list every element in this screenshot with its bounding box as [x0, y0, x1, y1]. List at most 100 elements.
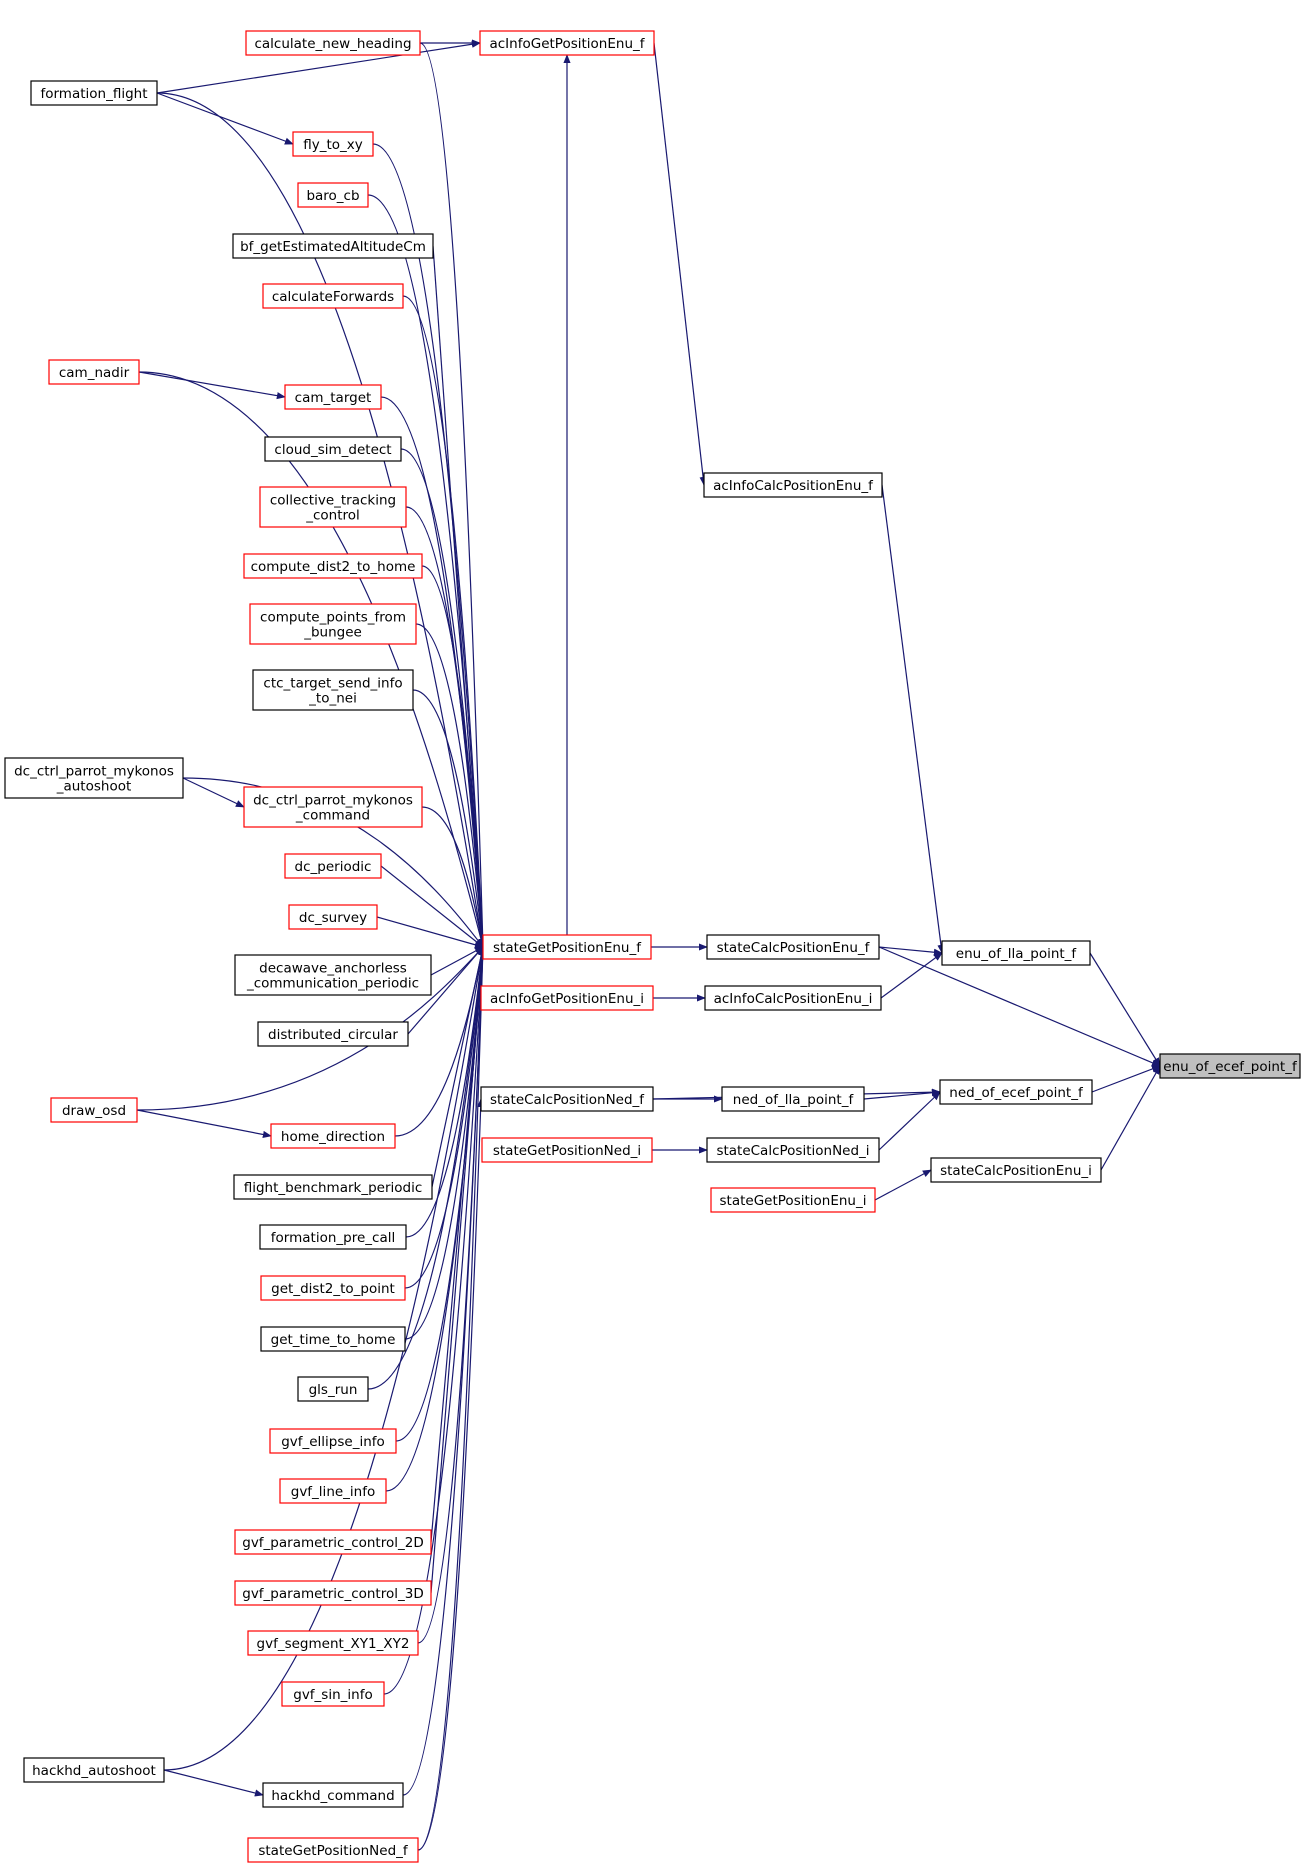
edge-ned-of-ecef-point-f-to-enu-of-ecef-point-f	[1091, 1065, 1161, 1093]
node-box-baro-cb[interactable]	[297, 182, 369, 208]
node-box-cam-nadir[interactable]	[48, 359, 140, 385]
node-label-gvf-line-info: gvf_line_info	[291, 1484, 376, 1500]
node-dc-survey[interactable]: dc_survey	[288, 904, 378, 930]
edge-dc-ctrl-parrot-mykonos-autoshoot-to-dc-ctrl-parrot-mykonos-command	[182, 777, 245, 808]
node-label-flight-benchmark-periodic: flight_benchmark_periodic	[244, 1180, 423, 1196]
node-label-enu-of-lla-point-f: enu_of_lla_point_f	[956, 946, 1078, 962]
node-label-dc-periodic: dc_periodic	[295, 859, 372, 875]
node-label-bf-getestimatedaltitudecm: bf_getEstimatedAltitudeCm	[240, 239, 426, 255]
edge-cam-nadir-to-stategetpositionenu-f	[138, 371, 485, 948]
edge-layer	[136, 39, 1161, 1851]
node-label-acinfocalcpositionenu-i: acInfoCalcPositionEnu_i	[714, 991, 873, 1007]
node-box-ctc-target-send-info-to-nei	[252, 669, 414, 711]
node-gls-run: gls_run	[297, 1376, 369, 1402]
node-label-gvf-sin-info: gvf_sin_info	[293, 1687, 372, 1703]
edge-decawave-anchorless-communication-periodic-to-stategetpositionenu-f	[430, 946, 484, 976]
node-box-get-time-to-home	[260, 1326, 406, 1352]
edge-hackhd-autoshoot-to-stategetpositionenu-f	[163, 946, 486, 1771]
node-dc-periodic[interactable]: dc_periodic	[284, 853, 382, 879]
node-dc-ctrl-parrot-mykonos-command[interactable]: dc_ctrl_parrot_mykonos_command	[243, 786, 423, 828]
node-box-gvf-parametric-control-3d[interactable]	[234, 1580, 432, 1606]
node-label-cam-nadir: cam_nadir	[59, 365, 130, 381]
node-home-direction[interactable]: home_direction	[270, 1123, 396, 1149]
node-stategetpositionenu-i[interactable]: stateGetPositionEnu_i	[710, 1187, 876, 1213]
node-label-cam-target: cam_target	[295, 390, 372, 406]
node-label-statecalcpositionned-f: stateCalcPositionNed_f	[490, 1092, 645, 1108]
node-get-dist2-to-point[interactable]: get_dist2_to_point	[260, 1275, 406, 1301]
node-box-draw-osd[interactable]	[50, 1097, 138, 1123]
node-box-gvf-line-info[interactable]	[279, 1478, 387, 1504]
node-calculateforwards[interactable]: calculateForwards	[262, 283, 404, 309]
node-gvf-line-info[interactable]: gvf_line_info	[279, 1478, 387, 1504]
node-gvf-parametric-control-3d[interactable]: gvf_parametric_control_3D	[234, 1580, 432, 1606]
node-box-dc-ctrl-parrot-mykonos-command[interactable]	[243, 786, 423, 828]
node-box-home-direction[interactable]	[270, 1123, 396, 1149]
node-stategetpositionned-f[interactable]: stateGetPositionNed_f	[247, 1837, 419, 1863]
node-box-acinfogetpositionenu-f[interactable]	[479, 30, 655, 56]
node-gvf-sin-info[interactable]: gvf_sin_info	[281, 1681, 385, 1707]
node-label-gvf-ellipse-info: gvf_ellipse_info	[281, 1434, 385, 1450]
node-box-gvf-sin-info[interactable]	[281, 1681, 385, 1707]
node-draw-osd[interactable]: draw_osd	[50, 1097, 138, 1123]
edge-formation-flight-to-fly-to-xy	[156, 92, 294, 145]
node-collective-tracking-control[interactable]: collective_tracking_control	[259, 486, 407, 528]
node-box-cam-target[interactable]	[284, 384, 382, 410]
node-ctc-target-send-info-to-nei: ctc_target_send_info_to_nei	[252, 669, 414, 711]
node-box-dc-ctrl-parrot-mykonos-autoshoot	[4, 757, 184, 799]
node-box-stategetpositionned-f[interactable]	[247, 1837, 419, 1863]
node-box-hackhd-command	[262, 1782, 404, 1808]
node-formation-pre-call: formation_pre_call	[259, 1224, 407, 1250]
edge-hackhd-autoshoot-to-hackhd-command	[163, 1769, 264, 1797]
node-baro-cb[interactable]: baro_cb	[297, 182, 369, 208]
node-box-stategetpositionenu-i[interactable]	[710, 1187, 876, 1213]
node-box-dc-survey[interactable]	[288, 904, 378, 930]
node-cam-nadir[interactable]: cam_nadir	[48, 359, 140, 385]
node-box-acinfogetpositionenu-i[interactable]	[480, 985, 654, 1011]
node-stategetpositionenu-f[interactable]: stateGetPositionEnu_f	[482, 934, 652, 960]
node-hackhd-command: hackhd_command	[262, 1782, 404, 1808]
node-box-compute-dist2-to-home[interactable]	[243, 553, 423, 579]
node-box-fly-to-xy[interactable]	[292, 131, 374, 157]
node-label-gls-run: gls_run	[309, 1382, 358, 1398]
node-acinfogetpositionenu-i[interactable]: acInfoGetPositionEnu_i	[480, 985, 654, 1011]
node-label-statecalcpositionenu-f: stateCalcPositionEnu_f	[717, 940, 871, 956]
node-label-fly-to-xy: fly_to_xy	[303, 137, 363, 153]
node-compute-points-from-bungee[interactable]: compute_points_from_bungee	[249, 603, 417, 645]
edge-flight-benchmark-periodic-to-stategetpositionenu-f	[431, 946, 485, 1188]
node-stategetpositionned-i[interactable]: stateGetPositionNed_i	[481, 1137, 653, 1163]
node-box-stategetpositionenu-f[interactable]	[482, 934, 652, 960]
node-flight-benchmark-periodic: flight_benchmark_periodic	[233, 1174, 433, 1200]
node-dc-ctrl-parrot-mykonos-autoshoot: dc_ctrl_parrot_mykonos_autoshoot	[4, 757, 184, 799]
node-gvf-segment-xy1-xy2[interactable]: gvf_segment_XY1_XY2	[247, 1630, 419, 1656]
node-box-calculateforwards[interactable]	[262, 283, 404, 309]
node-box-gvf-segment-xy1-xy2[interactable]	[247, 1630, 419, 1656]
node-label-hackhd-autoshoot: hackhd_autoshoot	[32, 1763, 156, 1779]
node-label-ned-of-ecef-point-f: ned_of_ecef_point_f	[949, 1085, 1084, 1101]
node-cam-target[interactable]: cam_target	[284, 384, 382, 410]
edge-draw-osd-to-home-direction	[136, 1109, 272, 1138]
node-calculate-new-heading[interactable]: calculate_new_heading	[245, 30, 421, 56]
node-box-gvf-parametric-control-2d[interactable]	[234, 1529, 432, 1555]
node-box-stategetpositionned-i[interactable]	[481, 1137, 653, 1163]
node-box-bf-getestimatedaltitudecm	[232, 233, 434, 259]
node-box-compute-points-from-bungee[interactable]	[249, 603, 417, 645]
node-box-ned-of-ecef-point-f	[939, 1079, 1093, 1105]
node-ned-of-ecef-point-f: ned_of_ecef_point_f	[939, 1079, 1093, 1105]
node-gvf-ellipse-info[interactable]: gvf_ellipse_info	[269, 1428, 397, 1454]
node-fly-to-xy[interactable]: fly_to_xy	[292, 131, 374, 157]
node-ned-of-lla-point-f: ned_of_lla_point_f	[721, 1086, 865, 1112]
node-label-distributed-circular: distributed_circular	[268, 1027, 398, 1043]
node-box-get-dist2-to-point[interactable]	[260, 1275, 406, 1301]
node-label-ned-of-lla-point-f: ned_of_lla_point_f	[733, 1092, 855, 1108]
edge-statecalcpositionenu-i-to-enu-of-ecef-point-f	[1100, 1065, 1161, 1171]
node-compute-dist2-to-home[interactable]: compute_dist2_to_home	[243, 553, 423, 579]
node-box-calculate-new-heading[interactable]	[245, 30, 421, 56]
node-box-dc-periodic[interactable]	[284, 853, 382, 879]
node-acinfogetpositionenu-f[interactable]: acInfoGetPositionEnu_f	[479, 30, 655, 56]
node-box-collective-tracking-control[interactable]	[259, 486, 407, 528]
node-formation-flight: formation_flight	[30, 80, 158, 106]
edge-gvf-parametric-control-2d-to-stategetpositionenu-f	[430, 946, 486, 1543]
node-gvf-parametric-control-2d[interactable]: gvf_parametric_control_2D	[234, 1529, 432, 1555]
node-box-gvf-ellipse-info[interactable]	[269, 1428, 397, 1454]
